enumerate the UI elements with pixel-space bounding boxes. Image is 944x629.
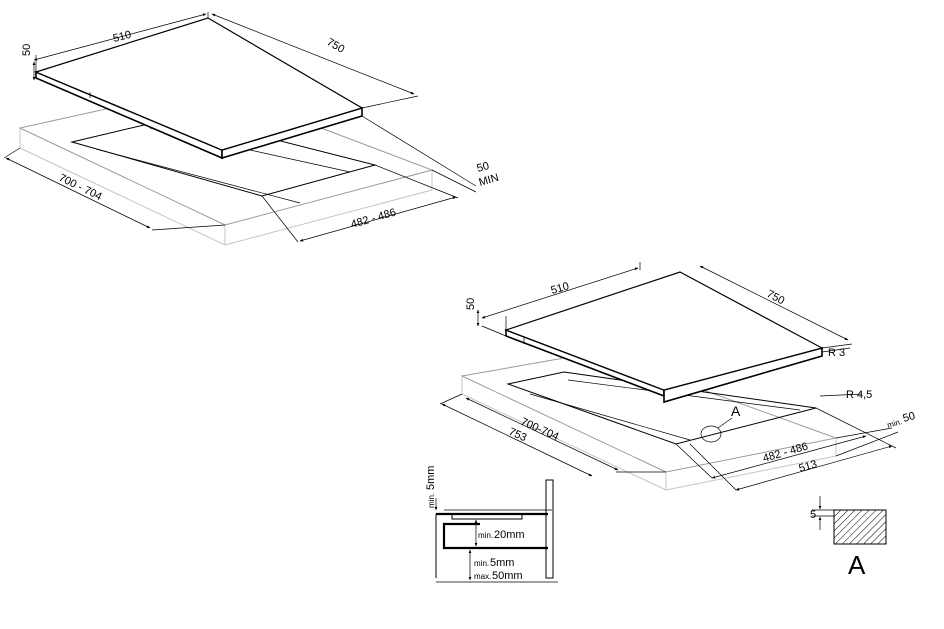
detail-a-label: A — [848, 550, 866, 580]
d2-min-prefix: min. — [886, 417, 903, 430]
detail-a-circle — [700, 425, 722, 443]
d2-thickness-label: 50 — [465, 298, 477, 310]
d2-radius-cut-label: R 4,5 — [846, 389, 872, 401]
dims-1 — [3, 12, 477, 243]
section-hob-body — [451, 513, 523, 520]
detail-a: 5 A — [810, 496, 887, 580]
d1-min-gap-value: 50 — [476, 160, 491, 175]
section-bottom-max-value: 50mm — [492, 570, 523, 582]
d2-depth-label: 750 — [765, 288, 787, 307]
diagram-right: 510 750 50 R 3 R 4,5 min. 50 700-704 753… — [439, 262, 917, 491]
section-worktop — [545, 479, 554, 579]
section-mid-prefix: min. — [478, 531, 493, 540]
section-bottom-max-prefix: max. — [474, 572, 491, 581]
section-detail: min. 5mm min. 20mm min. 5mm max. 50mm — [425, 466, 558, 583]
d2-radius-top-label: R 3 — [828, 347, 845, 359]
d1-width-label: 510 — [112, 29, 133, 45]
detail-a-dimension: 5 — [810, 509, 816, 521]
d2-min-gap-label: 50 — [902, 410, 917, 425]
section-bottom-min-prefix: min. — [474, 559, 489, 568]
section-bottom-min-value: 5mm — [490, 557, 514, 569]
d2-overall-depth-label: 513 — [798, 458, 819, 475]
dims-2 — [439, 262, 899, 491]
d1-depth-label: 750 — [325, 36, 347, 56]
diagram-top-left: 510 750 50 700 - 704 482 - 486 50 MIN — [3, 12, 501, 246]
section-top-prefix: min. — [427, 493, 436, 508]
d1-thickness-label: 50 — [21, 44, 33, 56]
detail-a-hatch — [833, 509, 887, 545]
hob-1 — [34, 17, 364, 160]
section-mid-value: 20mm — [494, 529, 525, 541]
d2-detail-marker: A — [731, 403, 741, 419]
d1-min-gap-label: MIN — [478, 172, 501, 189]
section-top-value: 5mm — [425, 466, 437, 490]
d2-width-label: 510 — [550, 280, 571, 297]
